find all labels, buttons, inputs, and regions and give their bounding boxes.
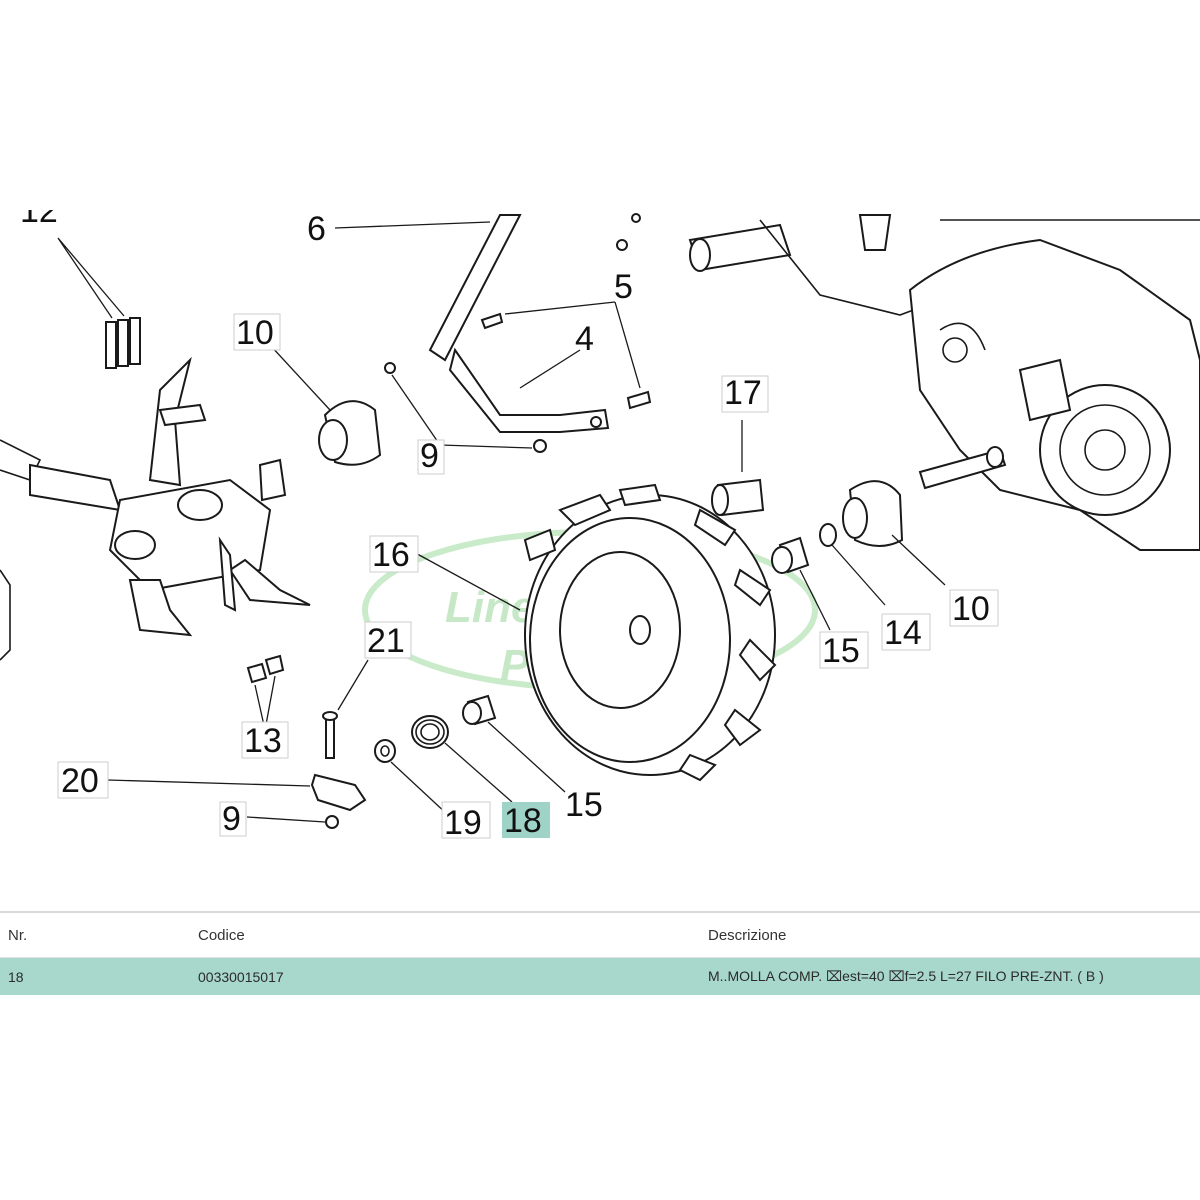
callout-16: 16 — [369, 535, 419, 574]
tiller-tine-assembly — [0, 356, 311, 661]
washer-14 — [819, 523, 886, 606]
nuts-13 — [246, 654, 285, 731]
callout-5: 5 — [614, 268, 633, 306]
washer-19 — [374, 739, 449, 816]
screws-5 — [480, 213, 652, 410]
dust-cap-10-right — [842, 480, 946, 586]
callout-9-lower: 9 — [219, 800, 247, 838]
callout-20: 20 — [57, 761, 109, 800]
row-code: 00330015017 — [198, 957, 708, 995]
column-header-description[interactable]: Descrizione — [708, 911, 1200, 958]
callout-10-left-text: 10 — [236, 314, 274, 352]
callout-13-text: 13 — [244, 722, 282, 760]
callout-10-right: 10 — [949, 589, 999, 628]
table-row[interactable]: 18 00330015017 M..MOLLA COMP. ⌧est=40 ⌧f… — [0, 957, 1200, 995]
callout-9-upper: 9 — [417, 437, 445, 475]
column-header-nr[interactable]: Nr. — [0, 911, 198, 958]
callout-9-lower-text: 9 — [222, 800, 241, 838]
spring-18 — [411, 715, 513, 803]
callout-18-text: 18 — [504, 802, 542, 840]
bolt-21 — [322, 659, 369, 759]
callout-19: 19 — [441, 801, 491, 842]
fender-bracket-4-6 — [334, 214, 610, 433]
callout-14-text: 14 — [884, 614, 922, 652]
callout-6: 6 — [307, 210, 326, 248]
callout-15-lower-text: 15 — [565, 786, 603, 824]
callout-5-text: 5 — [614, 268, 633, 306]
dust-cap-10-left — [269, 344, 382, 466]
callout-21-text: 21 — [367, 622, 405, 660]
callout-4: 4 — [575, 320, 594, 358]
callout-15-right: 15 — [819, 631, 869, 670]
callout-18: 18 — [502, 802, 550, 840]
callout-12-text: 12 — [20, 210, 58, 230]
column-header-code[interactable]: Codice — [198, 911, 708, 958]
bolts-12 — [57, 237, 141, 369]
callout-20-text: 20 — [61, 762, 99, 800]
nuts-9-upper — [384, 362, 547, 453]
cap-20 — [107, 773, 367, 812]
parts-table: Nr. Codice Descrizione 18 00330015017 M.… — [0, 911, 1200, 995]
bushing-15-lower — [462, 694, 566, 793]
bushing-15-right — [771, 536, 831, 631]
table-header-row: Nr. Codice Descrizione — [0, 911, 1200, 958]
callout-10-right-text: 10 — [952, 590, 990, 628]
row-description: M..MOLLA COMP. ⌧est=40 ⌧f=2.5 L=27 FILO … — [708, 957, 1200, 995]
callout-10-left: 10 — [233, 313, 281, 352]
callout-9-upper-text: 9 — [420, 437, 439, 475]
callout-13: 13 — [241, 721, 289, 760]
callout-15-right-text: 15 — [822, 632, 860, 670]
callout-15-lower: 15 — [565, 786, 603, 824]
callout-12: 12 — [20, 210, 58, 230]
engine-block — [688, 214, 1200, 551]
exploded-parts-diagram: Linea Verde Pompei — [0, 210, 1200, 842]
callout-6-text: 6 — [307, 210, 326, 248]
callout-19-text: 19 — [444, 804, 482, 842]
callout-17-text: 17 — [724, 374, 762, 412]
nut-9-lower — [246, 815, 339, 829]
callout-16-text: 16 — [372, 536, 410, 574]
callout-4-text: 4 — [575, 320, 594, 358]
row-nr: 18 — [0, 957, 198, 995]
callout-14: 14 — [881, 613, 931, 652]
callout-17: 17 — [721, 374, 769, 413]
wheel-16 — [409, 483, 777, 782]
spacer-17 — [711, 420, 765, 517]
callout-21: 21 — [364, 621, 412, 660]
